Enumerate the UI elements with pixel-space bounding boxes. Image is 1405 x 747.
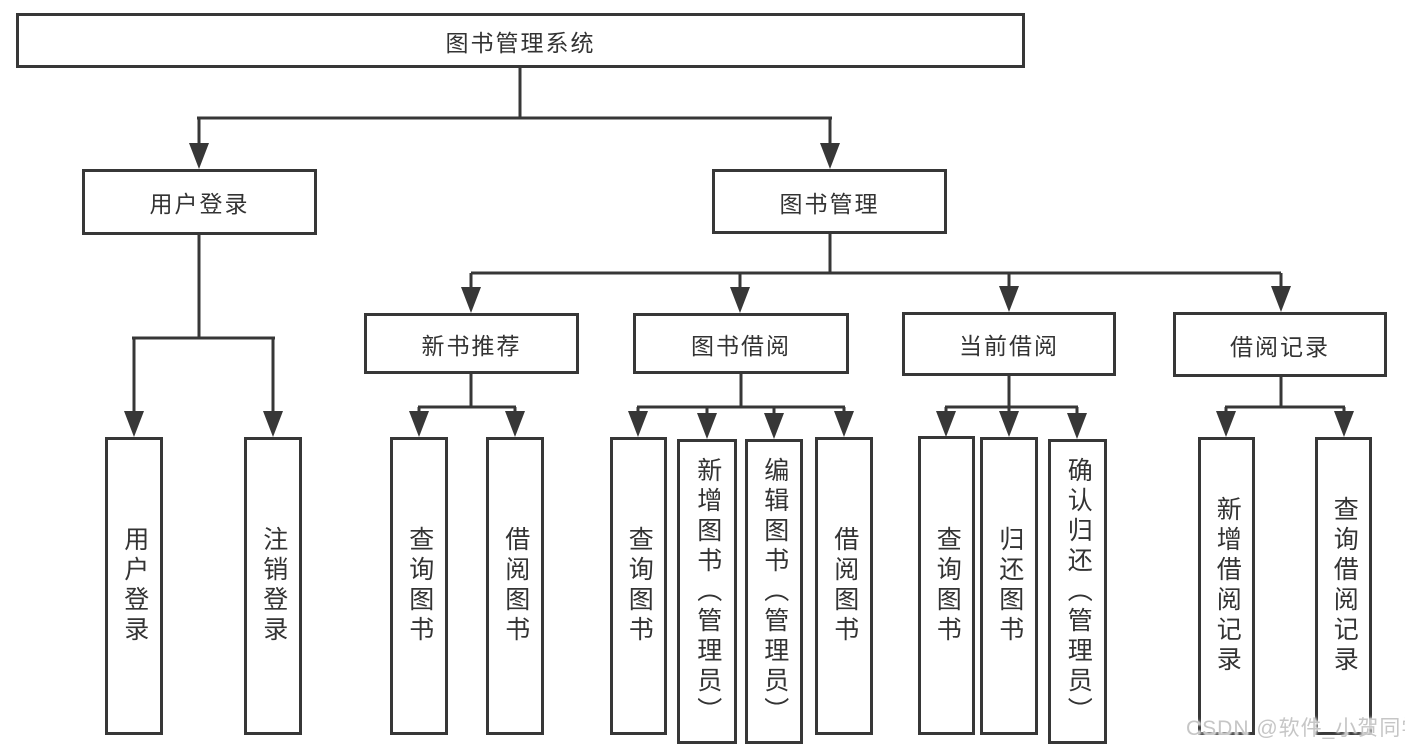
leaf-query-books-current-label: 查询图书 bbox=[933, 525, 962, 646]
leaf-borrow-books-label: 借阅图书 bbox=[830, 526, 859, 646]
leaf-query-books-current: 查询图书 bbox=[918, 436, 975, 735]
node-book-borrow-label: 图书借阅 bbox=[691, 332, 791, 359]
leaf-add-book-admin-label: 新增图书（管理员） bbox=[693, 456, 722, 727]
node-borrow-records: 借阅记录 bbox=[1173, 312, 1387, 377]
node-root: 图书管理系统 bbox=[16, 13, 1025, 68]
node-user-login: 用户登录 bbox=[82, 169, 317, 235]
connector-edges bbox=[132, 68, 1346, 415]
leaf-query-books-recommend-label: 查询图书 bbox=[405, 526, 434, 646]
connector-arrowheads bbox=[124, 143, 1354, 439]
leaf-borrow-books-recommend-label: 借阅图书 bbox=[501, 526, 530, 646]
leaf-logout: 注销登录 bbox=[244, 437, 302, 735]
leaf-confirm-return-admin-label: 确认归还（管理员） bbox=[1064, 456, 1093, 727]
leaf-return-book-label: 归还图书 bbox=[995, 526, 1024, 646]
leaf-borrow-books-recommend: 借阅图书 bbox=[486, 437, 544, 735]
node-borrow-records-label: 借阅记录 bbox=[1230, 333, 1330, 360]
leaf-edit-book-admin: 编辑图书（管理员） bbox=[745, 439, 803, 744]
leaf-return-book: 归还图书 bbox=[980, 437, 1038, 735]
node-current-borrow-label: 当前借阅 bbox=[959, 333, 1059, 359]
leaf-logout-label: 注销登录 bbox=[259, 526, 288, 646]
leaf-query-books-borrow-label: 查询图书 bbox=[625, 526, 654, 646]
leaf-edit-book-admin-label: 编辑图书（管理员） bbox=[760, 456, 789, 727]
leaf-query-books-recommend: 查询图书 bbox=[390, 437, 448, 735]
node-book-management-label: 图书管理 bbox=[779, 190, 880, 217]
node-new-book-recommend: 新书推荐 bbox=[364, 313, 579, 374]
leaf-query-books-borrow: 查询图书 bbox=[610, 437, 667, 735]
leaf-query-borrow-record: 查询借阅记录 bbox=[1315, 437, 1372, 735]
leaf-user-login: 用户登录 bbox=[105, 437, 163, 735]
leaf-add-borrow-record-label: 新增借阅记录 bbox=[1213, 496, 1242, 676]
node-new-book-recommend-label: 新书推荐 bbox=[421, 332, 522, 359]
node-book-management: 图书管理 bbox=[712, 169, 947, 234]
node-book-borrow: 图书借阅 bbox=[633, 313, 849, 374]
node-current-borrow: 当前借阅 bbox=[902, 312, 1116, 376]
leaf-add-book-admin: 新增图书（管理员） bbox=[677, 439, 737, 744]
csdn-watermark: CSDN @软件_小贺同学 bbox=[1186, 717, 1405, 740]
leaf-borrow-books: 借阅图书 bbox=[815, 437, 873, 735]
node-user-login-label: 用户登录 bbox=[149, 191, 250, 217]
node-root-label: 图书管理系统 bbox=[445, 29, 596, 56]
leaf-add-borrow-record: 新增借阅记录 bbox=[1198, 437, 1255, 735]
leaf-query-borrow-record-label: 查询借阅记录 bbox=[1330, 496, 1359, 676]
leaf-user-login-label: 用户登录 bbox=[120, 526, 149, 646]
leaf-confirm-return-admin: 确认归还（管理员） bbox=[1048, 439, 1107, 744]
